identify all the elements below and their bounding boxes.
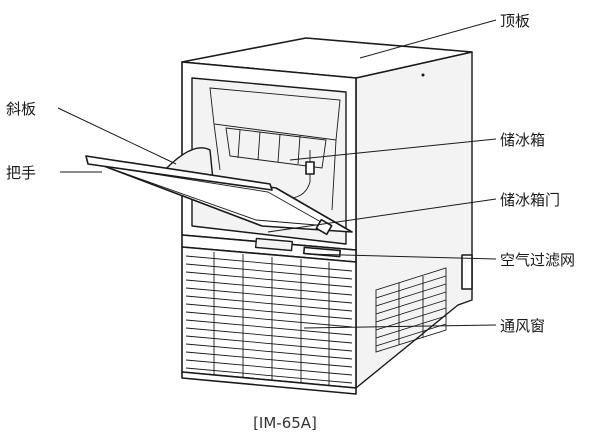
handle bbox=[85, 155, 273, 191]
machine-illustration bbox=[85, 37, 473, 395]
front-vent-panel bbox=[181, 246, 357, 389]
label-slant-panel: 斜板 bbox=[6, 100, 36, 118]
label-ice-bin-door: 储冰箱门 bbox=[500, 191, 560, 209]
label-ice-bin: 储冰箱 bbox=[500, 131, 545, 149]
label-air-filter: 空气过滤网 bbox=[500, 251, 575, 269]
label-vent-window: 通风窗 bbox=[500, 317, 545, 335]
right-side-panel bbox=[355, 51, 473, 389]
model-caption: [IM-65A] bbox=[253, 414, 317, 432]
leader-lines bbox=[57, 19, 497, 329]
front-vent-slats bbox=[185, 252, 353, 386]
side-connector bbox=[461, 254, 473, 290]
water-pipe bbox=[291, 150, 311, 199]
label-top-panel: 顶板 bbox=[500, 12, 530, 30]
label-handle: 把手 bbox=[6, 164, 36, 182]
base bbox=[181, 371, 357, 395]
